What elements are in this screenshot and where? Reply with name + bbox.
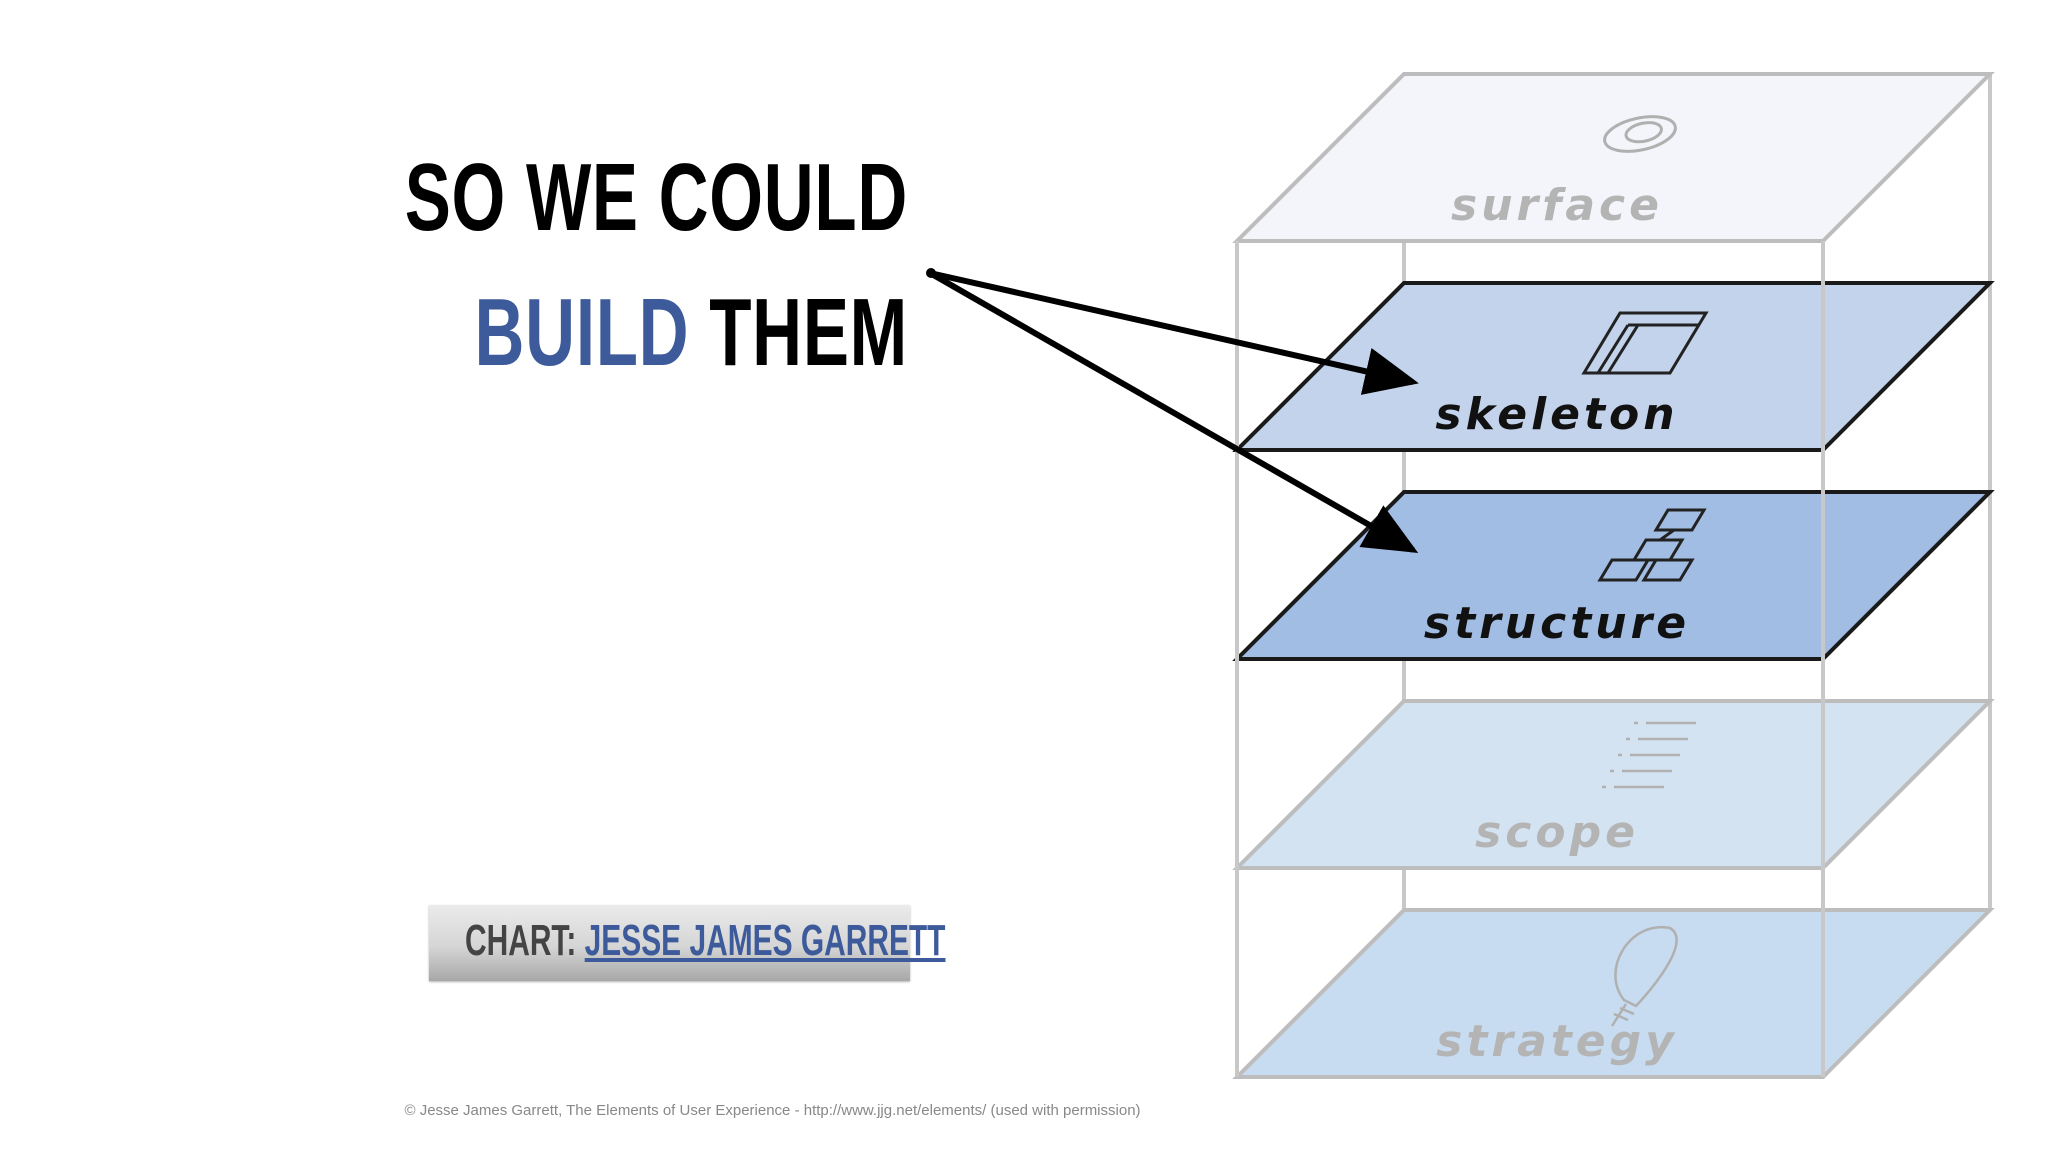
layer-label-structure: structure (1424, 598, 1690, 649)
arrow-to-structure (928, 270, 1419, 553)
hierarchy-icon (1597, 508, 1707, 582)
headline-line-2: BUILD THEM (475, 285, 908, 381)
eye-icon (1603, 115, 1677, 153)
layer-skeleton: skeleton (1232, 281, 1995, 452)
stack-frame-front (1235, 241, 1825, 1077)
copyright-footnote: © Jesse James Garrett, The Elements of U… (404, 1102, 1141, 1119)
arrow-to-skeleton (929, 270, 1419, 395)
layer-strategy: strategy (1232, 908, 1995, 1079)
layer-label-skeleton: skeleton (1435, 389, 1678, 440)
list-icon (1602, 721, 1696, 789)
arrow-origin (926, 268, 936, 278)
layer-label-surface: surface (1451, 180, 1663, 231)
headline-accent-word: BUILD (474, 279, 690, 386)
credit-prefix: CHART: (465, 916, 585, 965)
chart-credit-banner: CHART: JESSE JAMES GARRETT (429, 905, 945, 981)
credit-author-link[interactable]: JESSE JAMES GARRETT (584, 916, 946, 965)
layout-icon (1581, 311, 1709, 375)
headline-line-1: SO WE COULD (404, 144, 908, 251)
layer-scope: scope (1232, 699, 1995, 870)
layer-label-strategy: strategy (1436, 1016, 1678, 1067)
headline-rest: THEM (689, 279, 908, 386)
lightbulb-icon (1610, 925, 1678, 1027)
layer-structure: structure (1232, 490, 1995, 661)
layer-label-scope: scope (1475, 807, 1639, 858)
layer-surface: surface (1232, 72, 1995, 243)
